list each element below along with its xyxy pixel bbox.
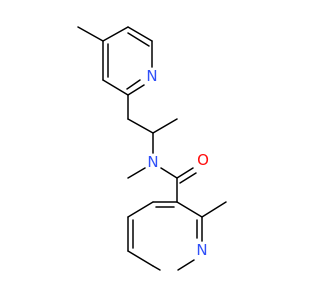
- methyl-bond: [201, 201, 227, 218]
- bond: [127, 84, 145, 96]
- bond: [102, 79, 129, 96]
- bond: [177, 259, 195, 271]
- bond: [160, 167, 178, 179]
- bond: [176, 201, 203, 218]
- molecule-structure: N O N N: [77, 26, 227, 271]
- atom-label-carbonyl-o: O: [197, 151, 209, 169]
- propyl-chain: [127, 94, 178, 154]
- bond: [152, 118, 178, 134]
- bond: [126, 79, 141, 90]
- carbonyl-bond: [179, 172, 197, 184]
- carbonyl-bond: [176, 167, 194, 179]
- bond: [102, 26, 129, 42]
- lower-pyridine-ring: [127, 201, 203, 271]
- atom-label-pyridine-n-upper: N: [146, 67, 157, 85]
- bond: [127, 201, 154, 218]
- bond: [127, 32, 150, 47]
- bond: [127, 118, 154, 134]
- bond: [127, 250, 154, 267]
- atom-label-pyridine-n-lower: N: [196, 241, 207, 259]
- bond: [127, 26, 153, 42]
- upper-pyridine-ring: [102, 26, 153, 96]
- bond: [152, 265, 161, 271]
- methyl-bond: [77, 26, 104, 42]
- atom-label-amide-n: N: [147, 153, 158, 171]
- n-methyl-bond: [127, 167, 146, 179]
